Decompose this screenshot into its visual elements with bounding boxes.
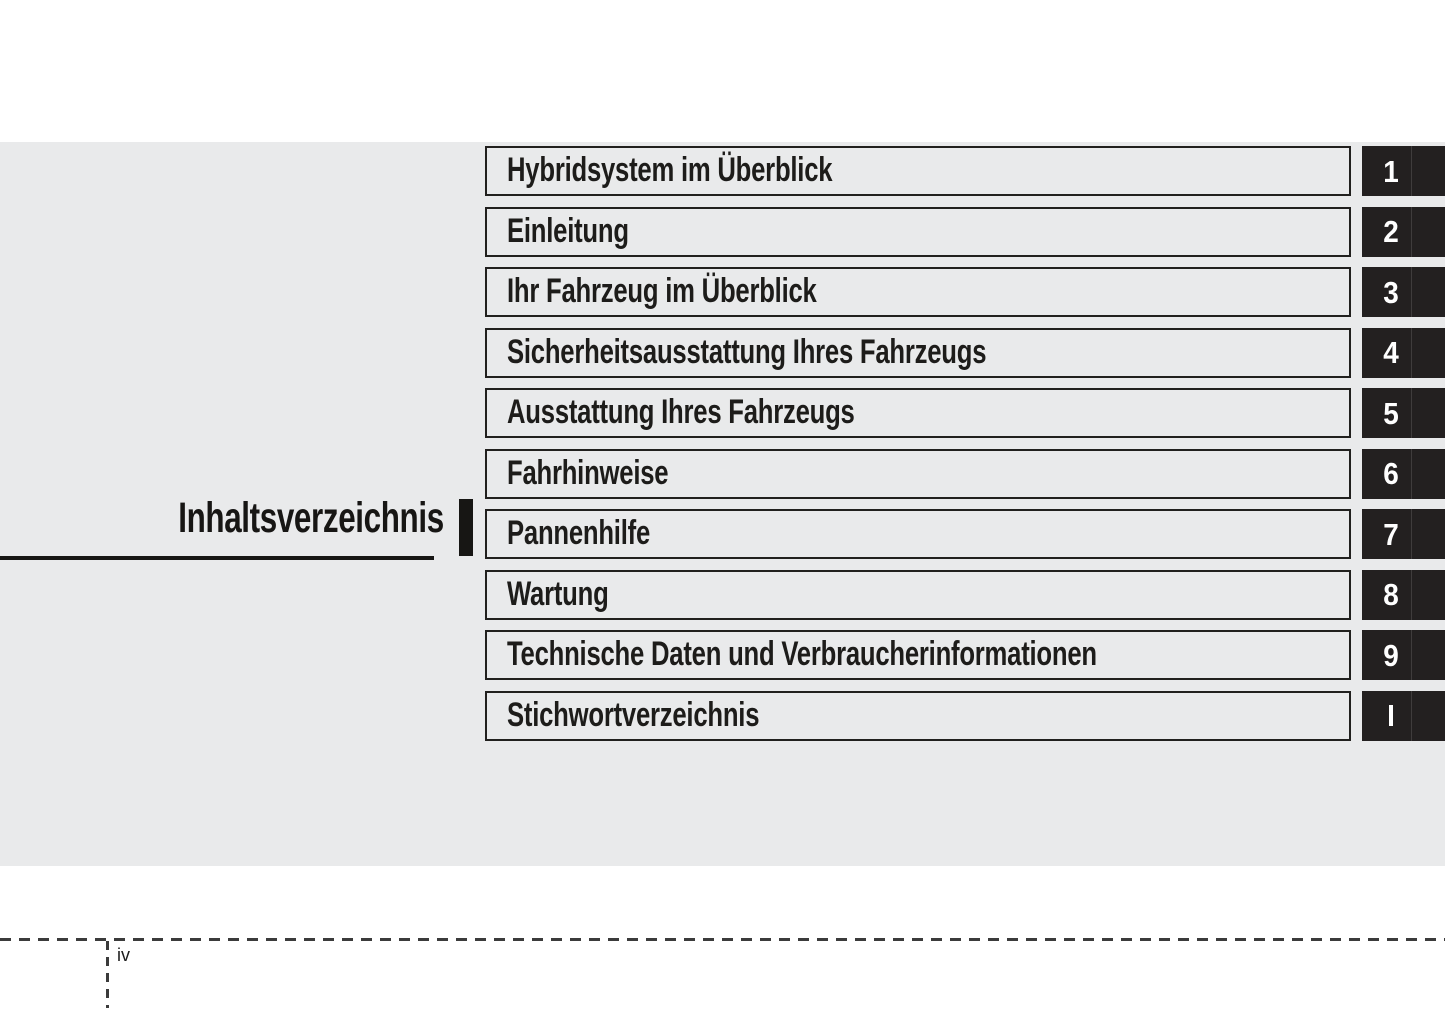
chapter-tab-label: 5	[1383, 395, 1399, 431]
chapter-title: Ihr Fahrzeug im Überblick	[507, 272, 817, 310]
chapter-title: Einleitung	[507, 211, 629, 250]
chapter-box-3[interactable]: Ihr Fahrzeug im Überblick	[485, 267, 1351, 317]
content-panel	[0, 142, 1445, 866]
chapter-tab-3[interactable]: 3	[1362, 267, 1445, 317]
page-title: Inhaltsverzeichnis	[0, 494, 444, 542]
chapter-tab-7[interactable]: 7	[1362, 509, 1445, 559]
chapter-row: Fahrhinweise 6	[485, 448, 1445, 499]
chapter-title: Sicherheitsausstattung Ihres Fahrzeugs	[507, 332, 987, 371]
chapter-tab-label: 4	[1383, 335, 1399, 370]
chapter-tab-label: 7	[1383, 516, 1399, 552]
chapter-row: Technische Daten und Verbraucherinformat…	[485, 630, 1445, 680]
chapter-tab-4[interactable]: 4	[1362, 327, 1445, 378]
chapter-title: Stichwortverzeichnis	[507, 695, 760, 734]
chapter-title: Technische Daten und Verbraucherinformat…	[507, 635, 1097, 673]
chapter-box-4[interactable]: Sicherheitsausstattung Ihres Fahrzeugs	[485, 327, 1351, 378]
chapter-box-5[interactable]: Ausstattung Ihres Fahrzeugs	[485, 388, 1351, 438]
footer-dashed-margin-mark	[106, 941, 109, 1008]
chapter-box-1[interactable]: Hybridsystem im Überblick	[485, 146, 1351, 196]
chapter-box-6[interactable]: Fahrhinweise	[485, 448, 1351, 499]
chapter-box-index[interactable]: Stichwortverzeichnis	[485, 690, 1351, 741]
chapter-tab-6[interactable]: 6	[1362, 448, 1445, 499]
chapter-title: Ausstattung Ihres Fahrzeugs	[507, 393, 855, 431]
chapter-row: Sicherheitsausstattung Ihres Fahrzeugs 4	[485, 327, 1445, 378]
chapter-title: Pannenhilfe	[507, 514, 651, 552]
chapter-box-9[interactable]: Technische Daten und Verbraucherinformat…	[485, 630, 1351, 680]
chapter-row: Einleitung 2	[485, 206, 1445, 257]
chapter-row: Wartung 8	[485, 569, 1445, 620]
chapter-row: Hybridsystem im Überblick 1	[485, 146, 1445, 196]
chapter-tab-label: 3	[1383, 274, 1399, 310]
footer-dashed-rule	[0, 938, 1445, 941]
chapter-tab-8[interactable]: 8	[1362, 569, 1445, 620]
chapter-row: Pannenhilfe 7	[485, 509, 1445, 559]
chapter-tab-label: 8	[1383, 577, 1399, 612]
chapter-row: Ihr Fahrzeug im Überblick 3	[485, 267, 1445, 317]
title-underline-rule	[0, 556, 434, 560]
chapter-tab-label: 2	[1383, 214, 1399, 249]
page-title-text: Inhaltsverzeichnis	[178, 494, 444, 542]
chapter-row: Stichwortverzeichnis I	[485, 690, 1445, 741]
chapter-list: Hybridsystem im Überblick 1 Einleitung 2…	[485, 146, 1445, 741]
chapter-box-7[interactable]: Pannenhilfe	[485, 509, 1351, 559]
chapter-box-2[interactable]: Einleitung	[485, 206, 1351, 257]
chapter-tab-label: 6	[1383, 456, 1399, 491]
chapter-tab-5[interactable]: 5	[1362, 388, 1445, 438]
chapter-title: Wartung	[507, 574, 609, 613]
chapter-box-8[interactable]: Wartung	[485, 569, 1351, 620]
chapter-tab-label: 9	[1383, 637, 1399, 673]
chapter-tab-label: 1	[1383, 153, 1399, 189]
chapter-tab-1[interactable]: 1	[1362, 146, 1445, 196]
title-accent-bar	[459, 499, 473, 556]
chapter-tab-2[interactable]: 2	[1362, 206, 1445, 257]
chapter-row: Ausstattung Ihres Fahrzeugs 5	[485, 388, 1445, 438]
chapter-tab-label: I	[1387, 698, 1395, 733]
chapter-tab-index[interactable]: I	[1362, 690, 1445, 741]
page-number: iv	[117, 945, 130, 965]
chapter-title: Fahrhinweise	[507, 453, 669, 492]
chapter-title: Hybridsystem im Überblick	[507, 151, 833, 189]
chapter-tab-9[interactable]: 9	[1362, 630, 1445, 680]
